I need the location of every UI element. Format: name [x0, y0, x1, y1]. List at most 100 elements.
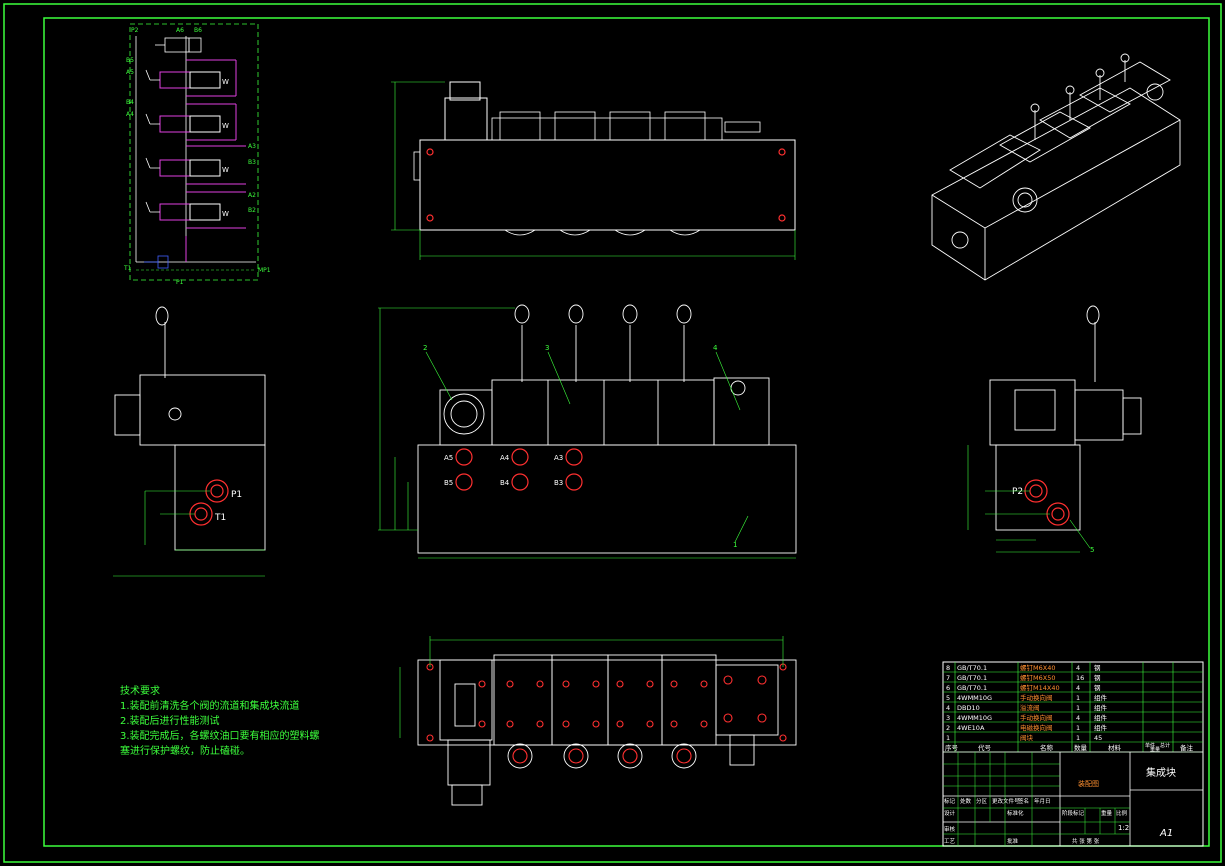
bom-header-name: 名称: [1040, 743, 1054, 752]
bom-mat-4: 组件: [1094, 703, 1108, 712]
schematic-label-p1: P1: [176, 279, 184, 286]
callout-5: 5: [1090, 546, 1094, 554]
tb-approve: 批准: [1007, 837, 1019, 845]
notes-item-4: 塞进行保护螺纹，防止磕碰。: [120, 746, 250, 757]
coil-letter-1: W: [222, 78, 229, 86]
title-block: 8 GB/T70.1 螺钉M6X40 4 钢 7 GB/T70.1 螺钉M6X5…: [942, 661, 1204, 847]
bom-code-8: GB/T70.1: [957, 664, 987, 672]
notes-item-2: 2.装配后进行性能测试: [120, 716, 220, 727]
tb-standardize: 标准化: [1007, 809, 1024, 817]
bom-no-6: 6: [946, 684, 950, 692]
bom-name-4: 溢流阀: [1020, 703, 1040, 712]
right-port-p2: P2: [1012, 487, 1023, 497]
schematic-label-a2: A2: [248, 192, 256, 199]
isometric-view: [931, 53, 1181, 281]
bom-no-7: 7: [946, 674, 950, 682]
coil-letter-2: W: [222, 122, 229, 130]
tb-date: 年月日: [1034, 797, 1051, 805]
hydraulic-schematic: P2 A6 B6 B5 A5 B4 A4 A3 B3 A2 B2 T1 P1 M…: [123, 23, 271, 286]
tb-stage-mark: 阶段标记: [1062, 809, 1085, 817]
bottom-plan-view: [399, 636, 797, 806]
bom-qty-7: 16: [1076, 674, 1084, 682]
top-elevation-view: [391, 81, 796, 260]
bom-no-2: 2: [946, 724, 950, 732]
tb-scale: 比例: [1116, 809, 1128, 817]
bom-no-5: 5: [946, 694, 950, 702]
schematic-label-a5: A5: [126, 69, 134, 76]
bom-mat-8: 钢: [1094, 664, 1101, 672]
left-port-p1: P1: [231, 490, 242, 500]
drawing-title: 集成块: [1146, 766, 1176, 779]
bom-mat-2: 组件: [1094, 723, 1108, 732]
drawing-category-note: 装配图: [1078, 779, 1099, 788]
tb-design: 设计: [944, 809, 956, 817]
technical-requirements: 技术要求 1.装配前清洗各个阀的流道和集成块流道 2.装配后进行性能测试 3.装…: [120, 684, 320, 759]
schematic-label-a4: A4: [126, 111, 134, 118]
bom-code-7: GB/T70.1: [957, 674, 987, 682]
bom-mat-5: 组件: [1094, 693, 1108, 702]
bom-header-total: 总计: [1160, 742, 1170, 749]
bom-name-3: 手动换向阀: [1020, 713, 1053, 722]
front-port-b5: B5: [444, 479, 453, 487]
tb-weight: 重量: [1101, 809, 1113, 817]
bom-qty-4: 1: [1076, 704, 1080, 712]
front-port-a4: A4: [500, 454, 510, 462]
front-port-b4: B4: [500, 479, 510, 487]
bom-code-5: 4WMM10G: [957, 694, 992, 702]
bom-name-2: 电磁换向阀: [1020, 723, 1053, 732]
bom-name-5: 手动换向阀: [1020, 693, 1053, 702]
schematic-label-p2: P2: [131, 27, 139, 34]
bom-no-3: 3: [946, 714, 950, 722]
schematic-label-mp1: MP1: [258, 267, 271, 274]
front-view: A5 B5 A4 B4 A3 B3 2 3 4 1: [378, 304, 797, 559]
schematic-label-b6: B6: [194, 27, 202, 34]
bom-header-single: 单件: [1145, 742, 1155, 749]
drawing-sheet-size: A1: [1159, 828, 1173, 839]
tb-sign: 签名: [1018, 797, 1029, 805]
bom-mat-7: 钢: [1094, 674, 1101, 682]
notes-item-1: 1.装配前清洗各个阀的流道和集成块流道: [120, 701, 300, 712]
bom-qty-6: 4: [1076, 684, 1080, 692]
callout-4: 4: [713, 344, 718, 352]
bom-name-7: 螺钉M6X50: [1020, 673, 1055, 682]
front-port-b3: B3: [554, 479, 563, 487]
tb-sheets: 共 张 第 张: [1072, 837, 1100, 845]
front-port-a5: A5: [444, 454, 453, 462]
tb-process: 工艺: [944, 838, 956, 845]
bom-no-1: 1: [946, 734, 950, 742]
bom-mat-3: 组件: [1094, 713, 1108, 722]
coil-letter-3: W: [222, 166, 229, 174]
schematic-label-b2: B2: [248, 207, 256, 214]
schematic-label-t1: T1: [123, 265, 132, 272]
bom-name-8: 螺钉M6X40: [1020, 663, 1055, 672]
bom-header-qty: 数量: [1074, 743, 1088, 752]
callout-1: 1: [733, 541, 737, 549]
schematic-label-b4: B4: [126, 99, 134, 106]
bom-qty-2: 1: [1076, 724, 1080, 732]
bom-qty-1: 1: [1076, 734, 1080, 742]
tb-count: 处数: [960, 797, 972, 805]
front-port-a3: A3: [554, 454, 563, 462]
bom-code-6: GB/T70.1: [957, 684, 987, 692]
tb-zone: 分区: [976, 797, 988, 805]
drawing-scale: 1:2: [1118, 824, 1129, 832]
tb-marks: 标记: [944, 797, 956, 805]
callout-2: 2: [423, 344, 427, 352]
bom-header-code: 代号: [978, 743, 992, 752]
left-port-t1: T1: [214, 513, 226, 523]
notes-heading: 技术要求: [120, 686, 160, 697]
bom-name-6: 螺钉M14X40: [1020, 683, 1060, 692]
bom-header-weight: 重量: [1150, 746, 1160, 753]
schematic-label-b3: B3: [248, 159, 256, 166]
coil-letter-4: W: [222, 210, 229, 218]
schematic-label-b5: B5: [126, 57, 134, 64]
bom-mat-6: 钢: [1094, 684, 1101, 692]
bom-rows: 8 GB/T70.1 螺钉M6X40 4 钢 7 GB/T70.1 螺钉M6X5…: [945, 663, 1194, 753]
bom-header-no: 序号: [945, 743, 959, 752]
notes-item-3: 3.装配完成后，各螺纹油口要有相应的塑料螺: [120, 731, 320, 742]
bom-code-3: 4WMM10G: [957, 714, 992, 722]
left-side-view: P1 T1: [113, 306, 266, 577]
tb-change-doc: 更改文件号: [992, 797, 1020, 805]
bom-header-material: 材料: [1108, 743, 1122, 752]
bom-mat-1: 45: [1094, 734, 1102, 742]
